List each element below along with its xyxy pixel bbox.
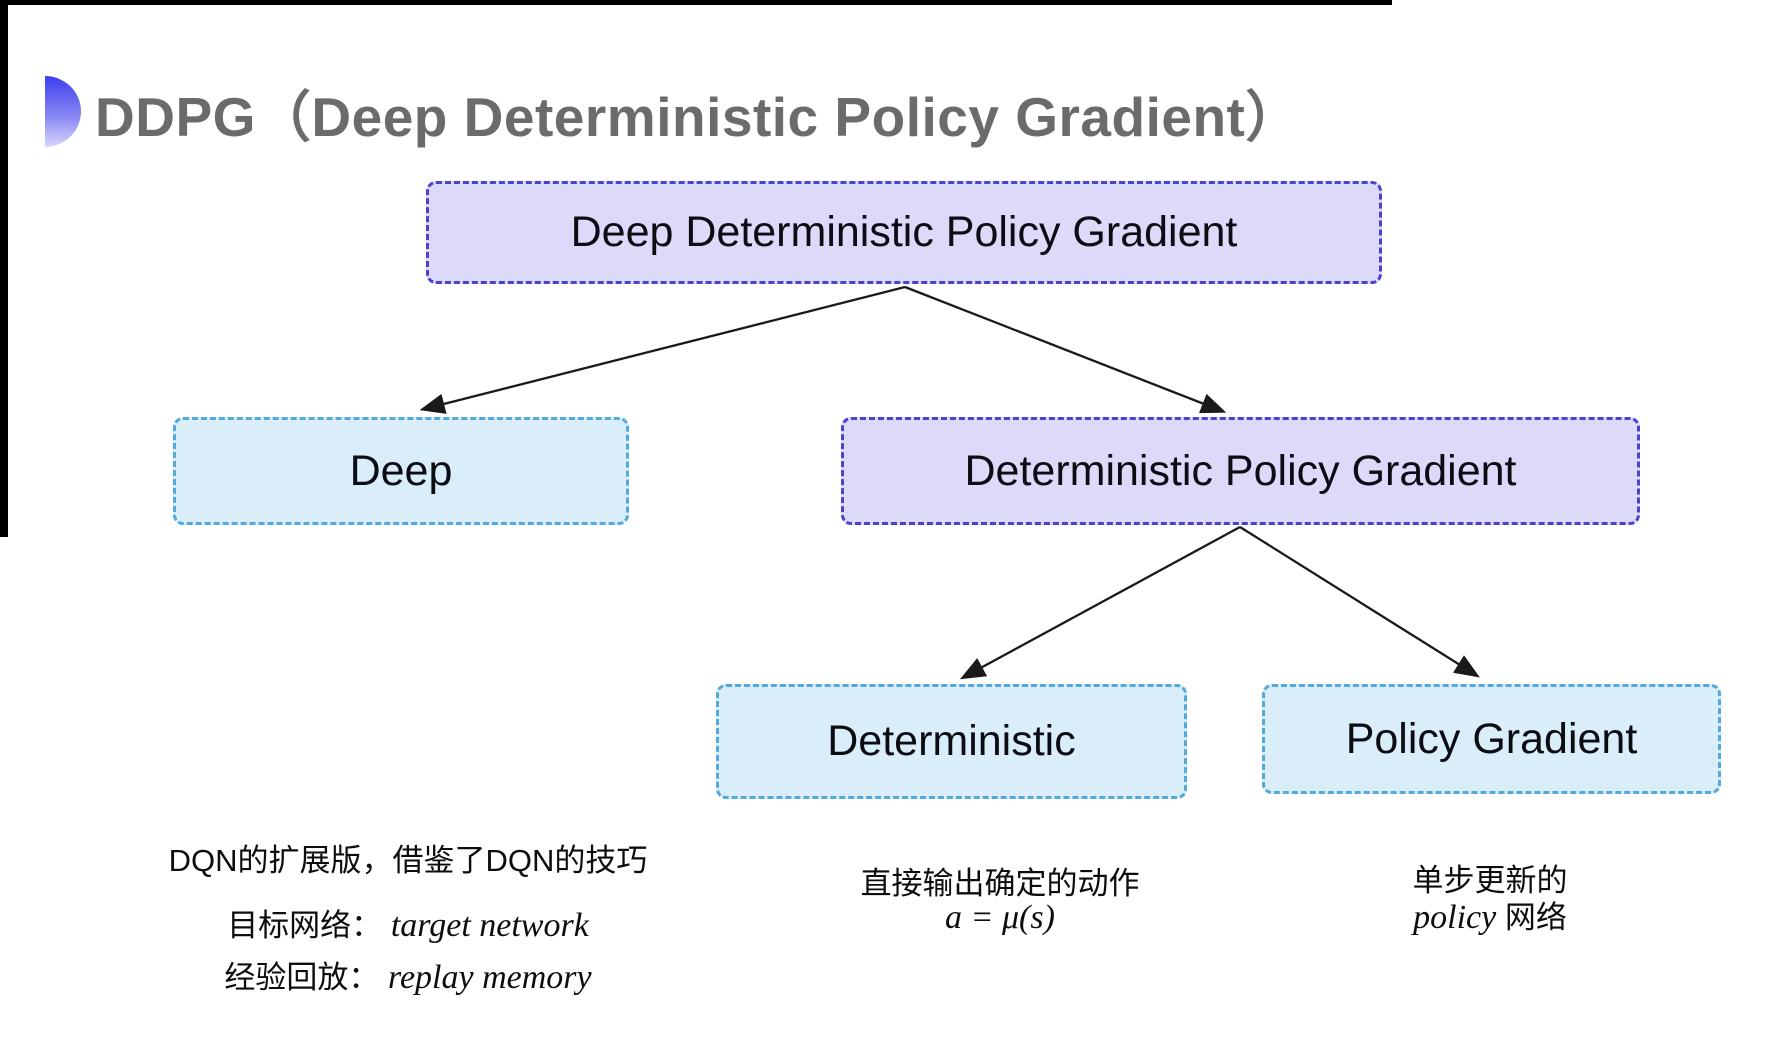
note-policy-gradient-line2-rest: 网络 xyxy=(1504,900,1567,935)
note-deep-line3: 经验回放： replay memory xyxy=(118,952,698,997)
node-deep: Deep xyxy=(173,417,629,525)
node-policy-gradient: Policy Gradient xyxy=(1262,684,1721,794)
arrow-root-to-dpg xyxy=(904,285,1227,414)
node-deep-label: Deep xyxy=(349,446,453,495)
node-policy-gradient-label: Policy Gradient xyxy=(1345,714,1638,763)
node-deterministic-policy-gradient: Deterministic Policy Gradient xyxy=(841,417,1640,525)
node-root-label: Deep Deterministic Policy Gradient xyxy=(570,208,1238,256)
video-edge-top xyxy=(0,0,1392,5)
note-deep-line2-label: 目标网络： xyxy=(227,908,383,943)
note-deep-line2: 目标网络： target network xyxy=(118,900,698,945)
page-title: DDPG（Deep Deterministic Policy Gradient） xyxy=(95,86,1301,148)
note-deep-line2-term: target network xyxy=(390,907,589,944)
note-deep-line3-label: 经验回放： xyxy=(224,960,380,995)
video-edge-left xyxy=(0,0,8,537)
arrow-root-to-deep xyxy=(419,285,906,414)
node-dpg-label: Deterministic Policy Gradient xyxy=(964,446,1517,495)
note-policy-gradient-line1: 单步更新的 xyxy=(1412,863,1568,898)
note-deep-line3-term: replay memory xyxy=(388,959,592,996)
arrow-dpg-to-deterministic xyxy=(959,525,1241,680)
node-root-ddpg: Deep Deterministic Policy Gradient xyxy=(426,181,1382,284)
note-deterministic-formula: a = μ(s) xyxy=(945,899,1055,936)
node-deterministic-label: Deterministic xyxy=(827,717,1076,765)
note-policy-gradient-line2: policy 网络 xyxy=(1330,892,1650,937)
note-deterministic-line1: 直接输出确定的动作 xyxy=(860,866,1140,901)
node-deterministic: Deterministic xyxy=(716,684,1187,799)
note-policy-gradient-line2-term: policy xyxy=(1413,899,1497,936)
note-deep-line1: DQN的扩展版，借鉴了DQN的技巧 xyxy=(168,843,648,878)
title-bullet-icon xyxy=(45,76,81,147)
arrow-dpg-to-policy-gradient xyxy=(1239,526,1480,678)
